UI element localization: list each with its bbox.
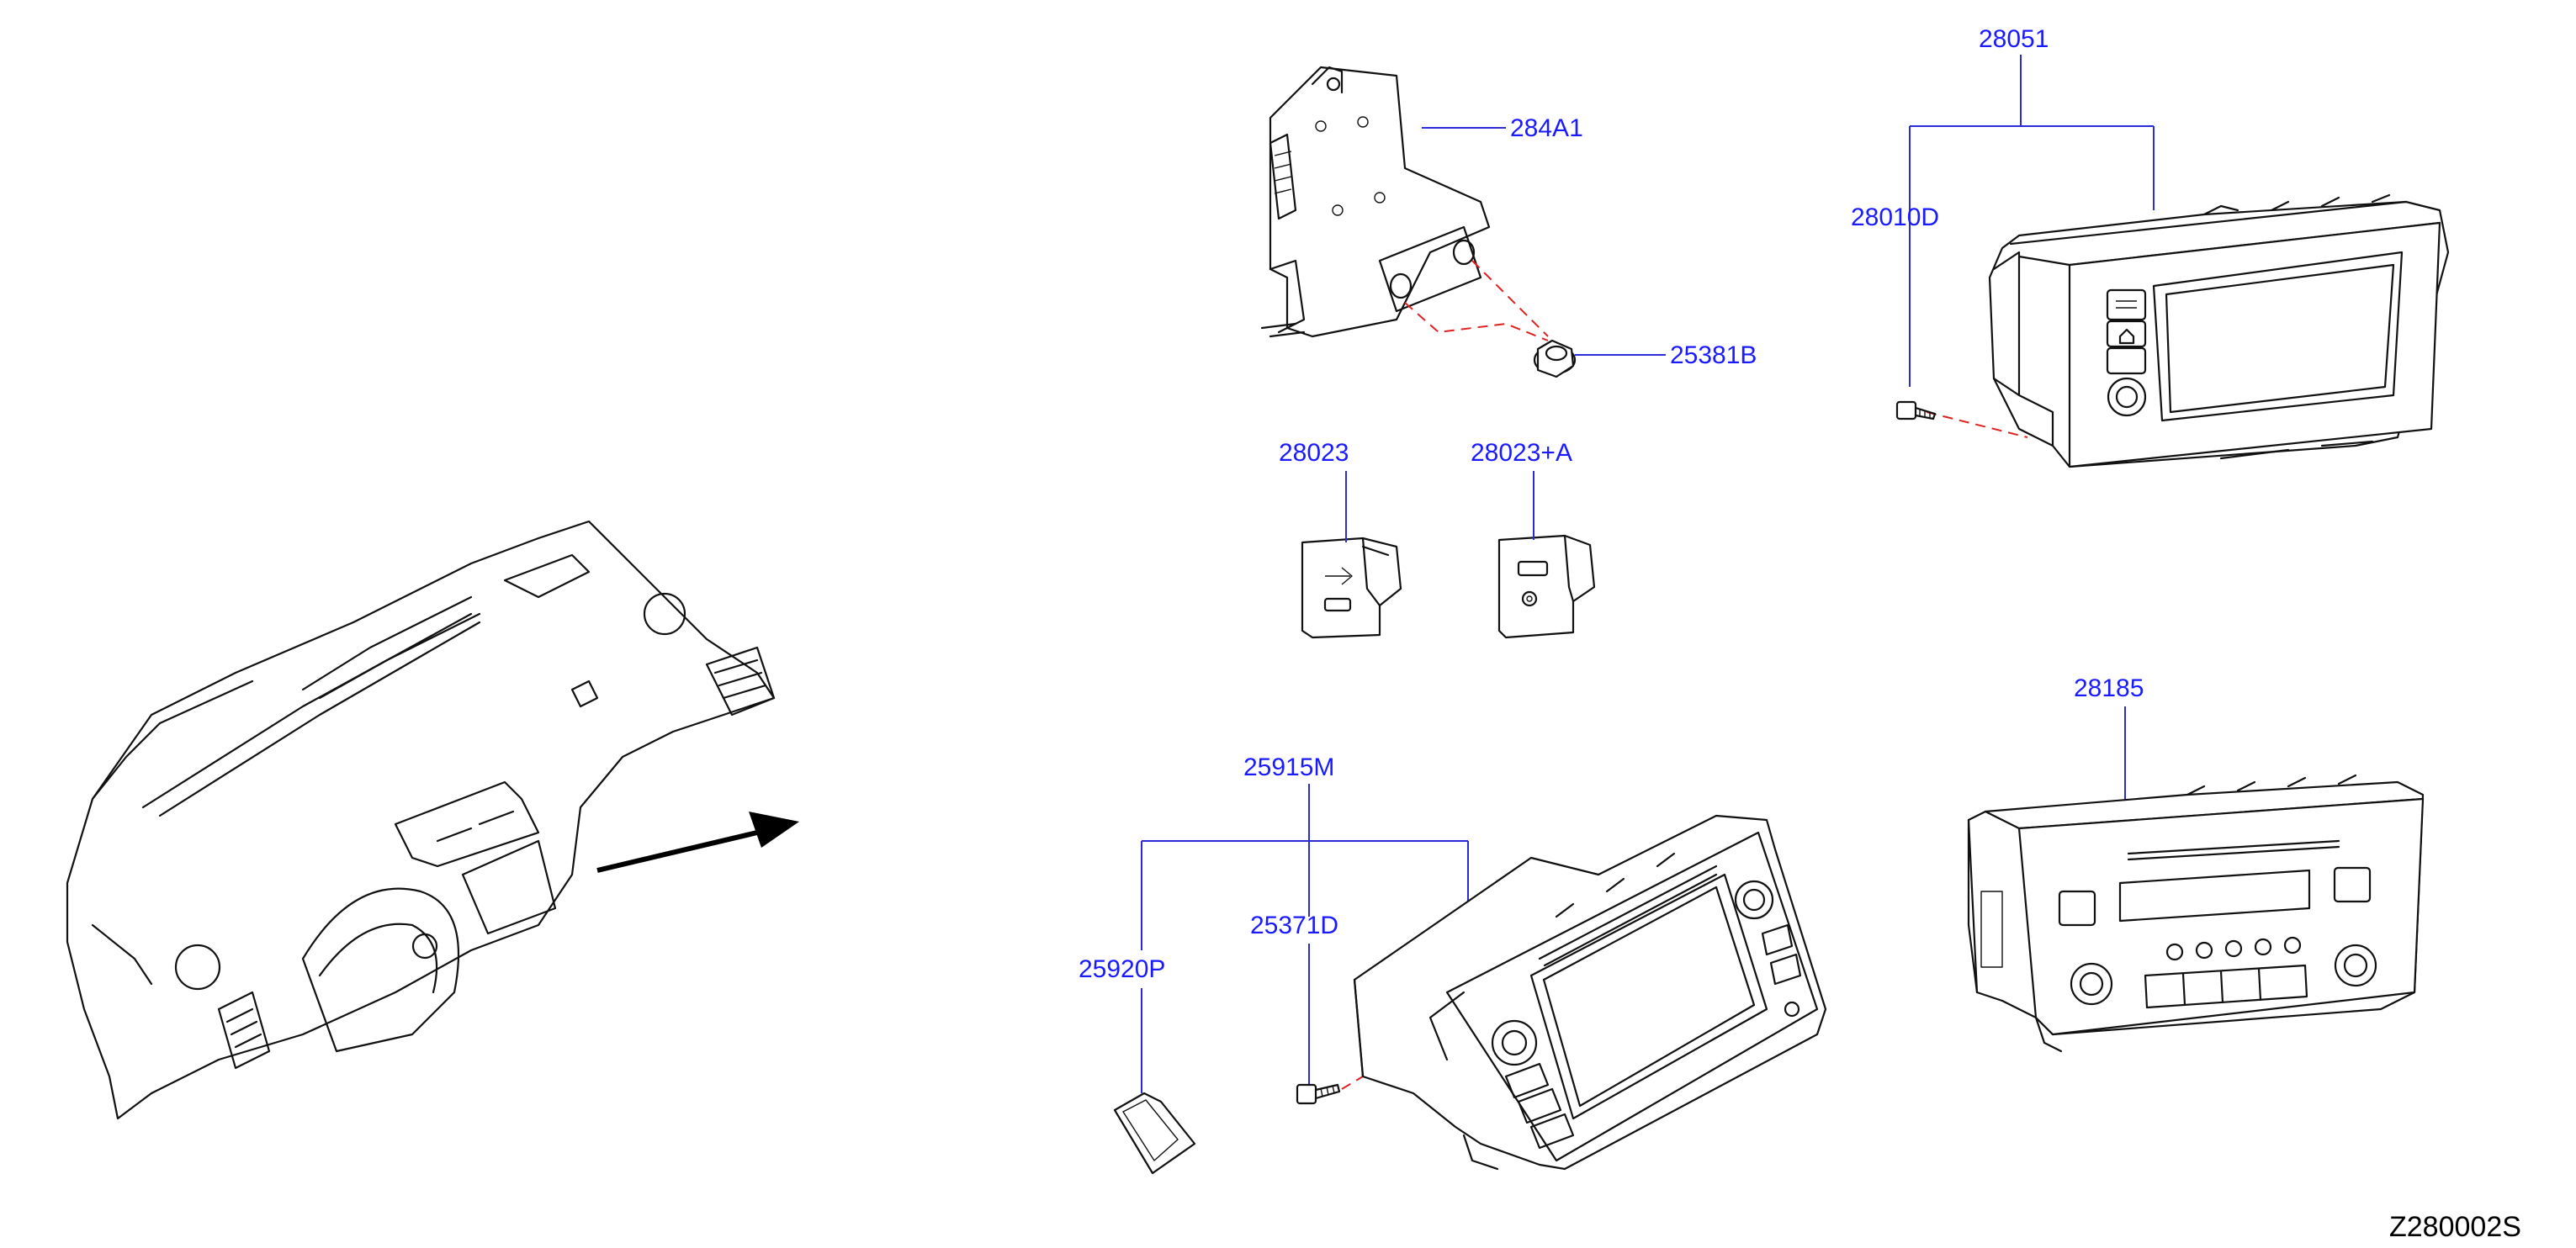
audio-unit-drawing [1967, 774, 2425, 1053]
sd-card-drawing [1113, 1092, 1196, 1175]
part-label-284a1: 284A1 [1510, 114, 1583, 142]
part-label-28051: 28051 [1979, 25, 2049, 53]
part-label-25381b: 25381B [1670, 341, 1757, 369]
part-label-25920p: 25920P [1079, 955, 1165, 983]
part-label-28023: 28023 [1279, 439, 1349, 467]
part-label-25915m: 25915M [1243, 754, 1334, 781]
clip-drawing [1533, 339, 1577, 378]
navigation-unit-drawing [1353, 814, 1827, 1171]
direction-arrow [596, 812, 799, 873]
part-label-28010d: 28010D [1851, 204, 1939, 231]
instrument-panel-drawing [66, 520, 776, 1120]
part-label-25371d: 25371D [1250, 912, 1338, 939]
usb-jack-a-drawing [1497, 534, 1596, 639]
bracket-drawing [1260, 66, 1491, 338]
part-label-28185: 28185 [2074, 674, 2144, 702]
screw-lower-drawing [1296, 1083, 1341, 1105]
part-label-28023-a: 28023+A [1471, 439, 1572, 467]
screw-upper-drawing [1895, 400, 1937, 420]
diagram-code: Z280002S [2389, 1211, 2521, 1243]
display-unit-drawing [1988, 193, 2450, 468]
usb-jack-drawing [1301, 537, 1402, 639]
